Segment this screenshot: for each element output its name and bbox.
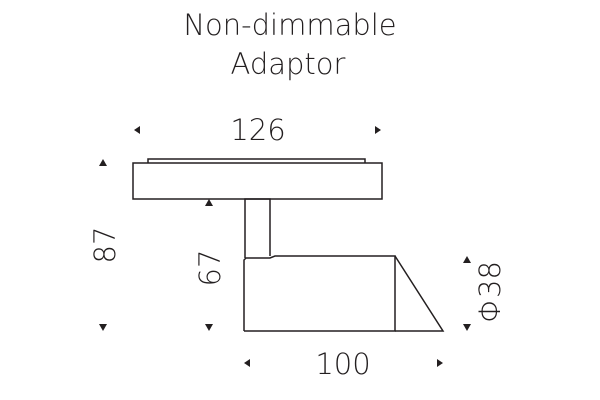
- arrow-down-icon: [463, 324, 471, 331]
- arrow-up-icon: [463, 256, 471, 263]
- dim-width-top: 126: [230, 113, 285, 147]
- mounting-lip: [147, 158, 366, 163]
- arrow-up-icon: [205, 199, 213, 206]
- arrow-down-icon: [205, 324, 213, 331]
- lamp-body: [243, 255, 396, 332]
- lamp-bezel: [394, 255, 445, 332]
- adaptor-drawing: [132, 158, 445, 332]
- arrow-down-icon: [99, 324, 107, 331]
- arrow-left-icon: [134, 126, 140, 134]
- arrow-right-icon: [437, 359, 443, 367]
- arrow-right-icon: [375, 126, 381, 134]
- title-line2: Adaptor: [231, 47, 346, 81]
- dimension-arrows: [99, 126, 471, 367]
- stem: [244, 198, 271, 258]
- dim-height-total: 87: [88, 227, 122, 264]
- dim-diameter: Φ38: [473, 261, 507, 323]
- title-line1: Non-dimmable: [183, 8, 396, 42]
- arrow-up-icon: [99, 159, 107, 166]
- arrow-left-icon: [244, 359, 250, 367]
- dim-width-bottom: 100: [315, 347, 370, 381]
- dim-height-lower: 67: [193, 250, 227, 287]
- track-adaptor-plate: [132, 162, 383, 200]
